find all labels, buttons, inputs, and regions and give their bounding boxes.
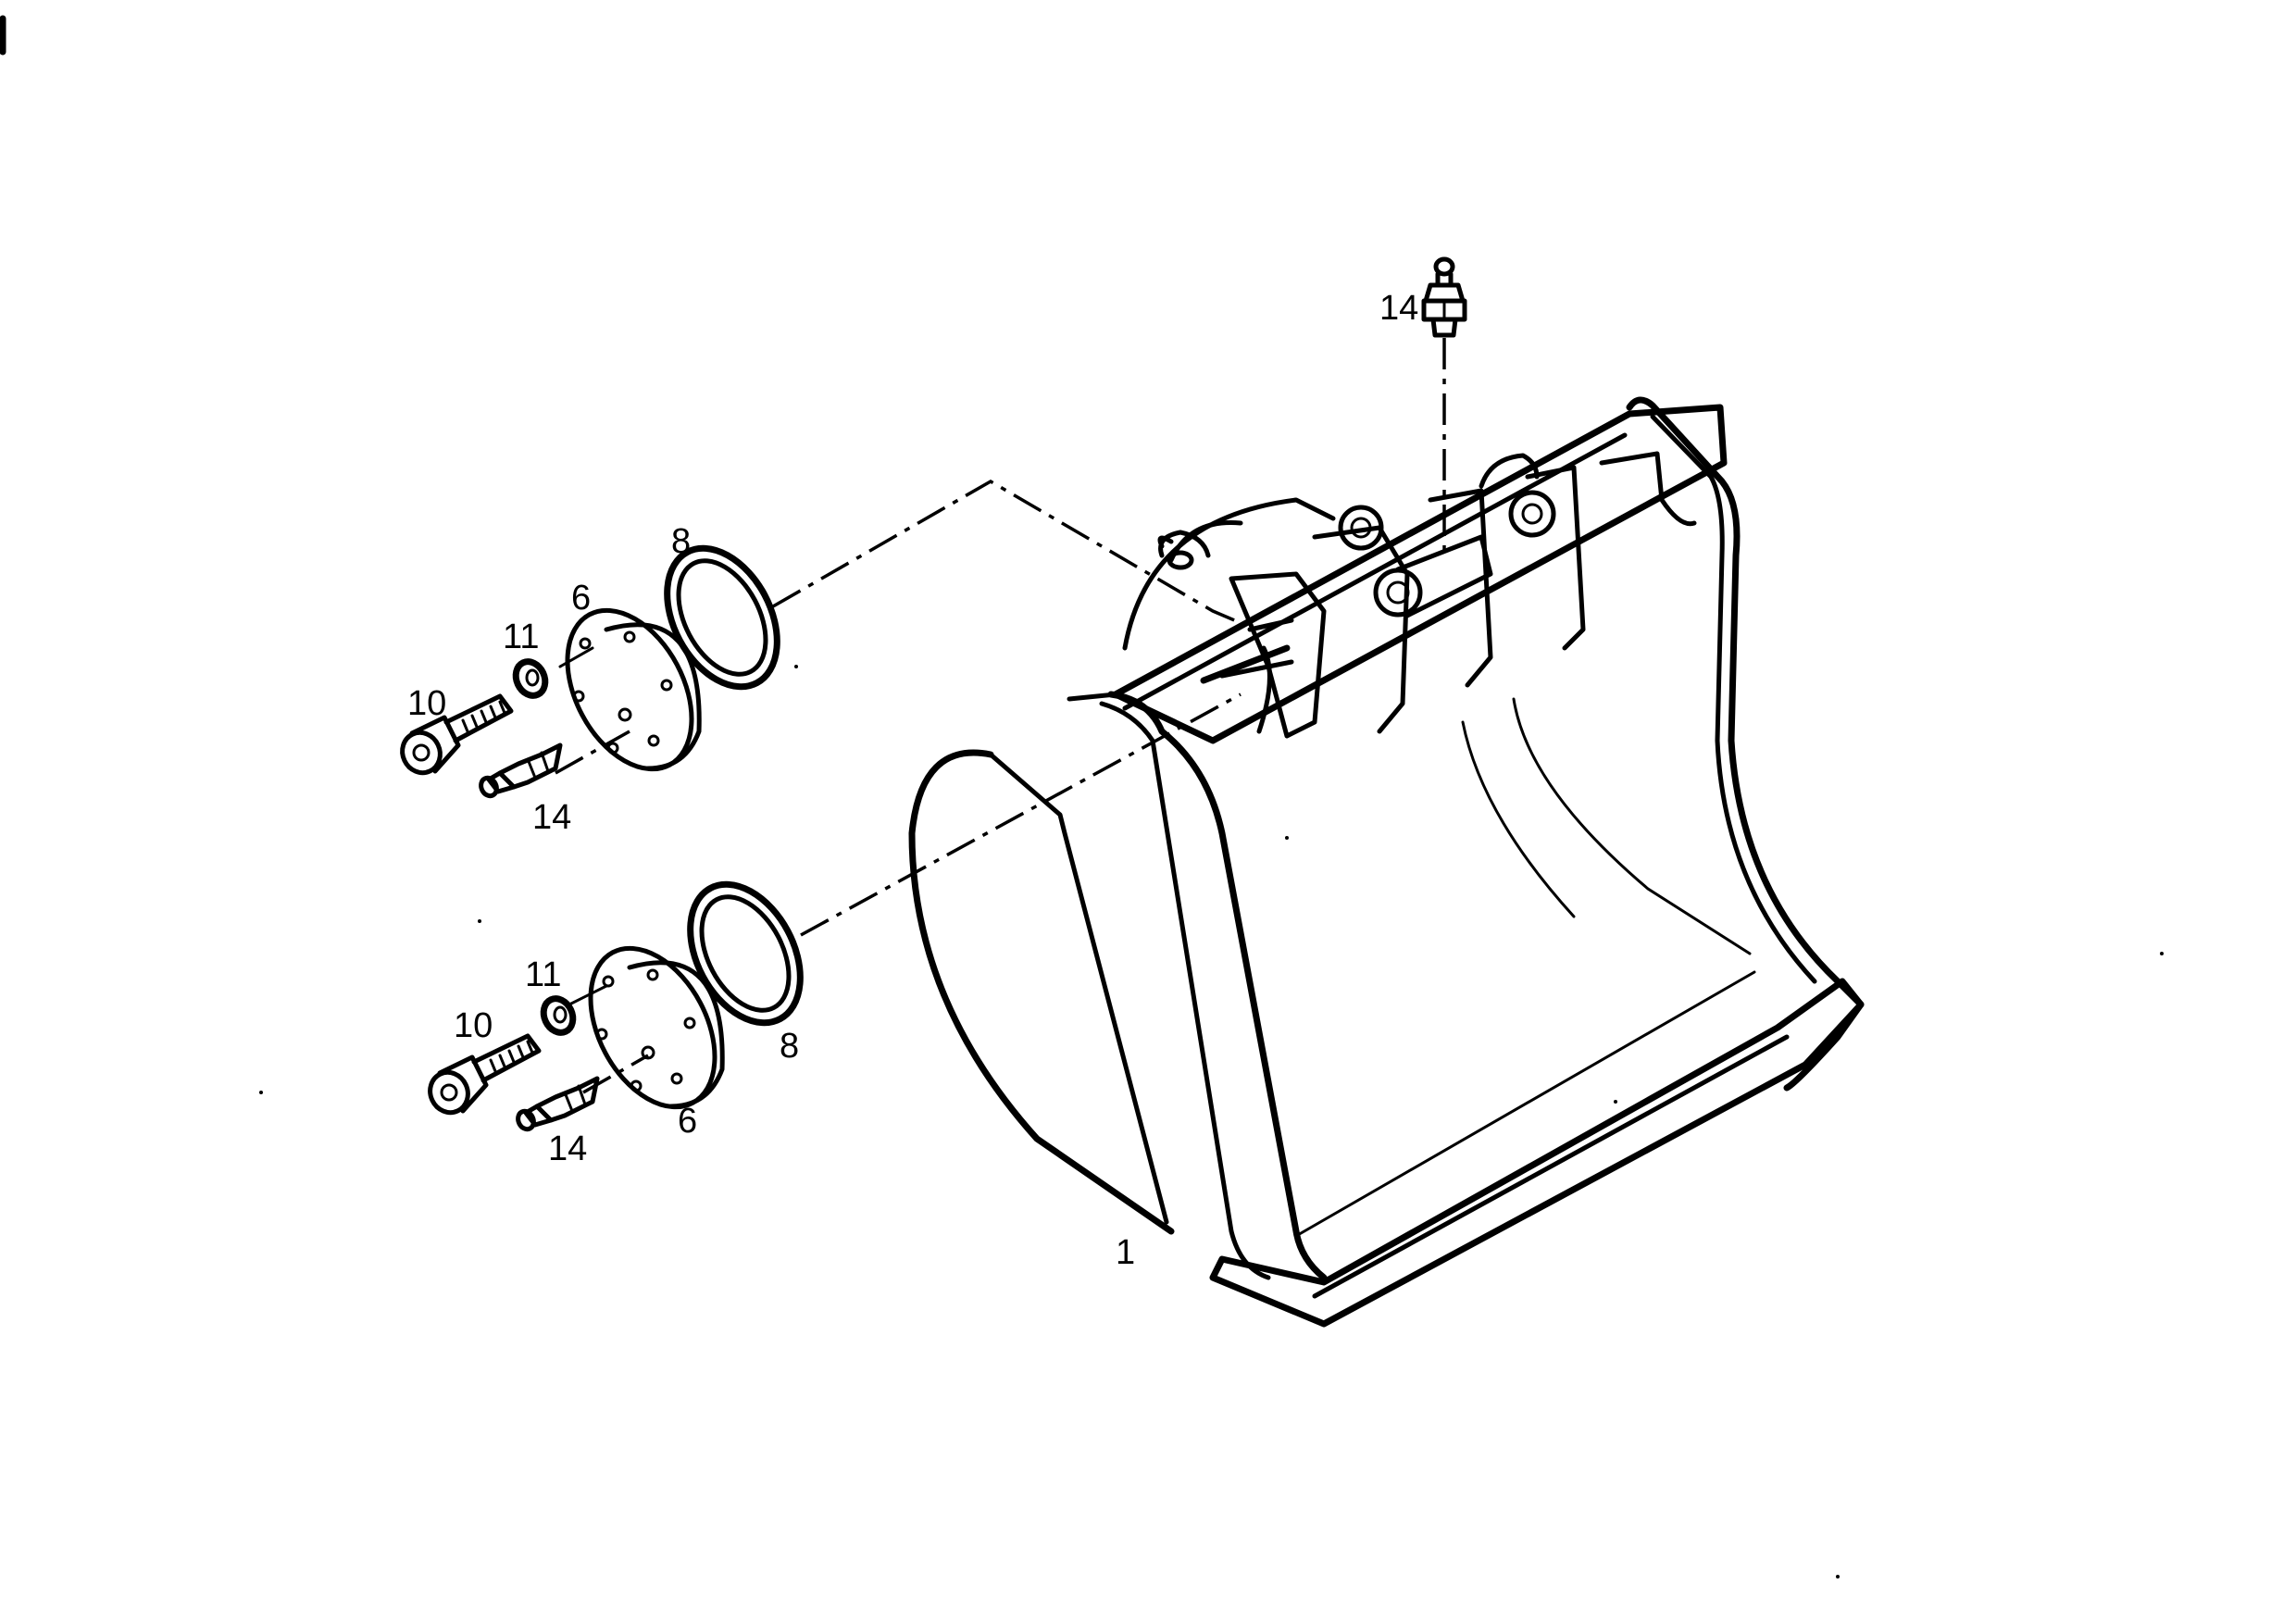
seal-ring-upper [664,544,780,691]
bolt-lower [428,1033,542,1116]
label-cover-lower: 6 [678,1102,697,1141]
label-bucket: 1 [1116,1233,1135,1272]
label-nipple-top: 14 [1379,289,1418,328]
grease-nipple-lower [516,1076,600,1132]
centerline-lower [800,692,1242,937]
label-washer-lower: 11 [525,955,561,994]
label-nipple-lower: 14 [548,1129,587,1168]
bucket [908,396,1865,1328]
leader-upper-bolt [558,646,594,668]
label-nipple-upper: 14 [532,798,571,837]
scan-dots [259,665,2164,1578]
centerline-upper-nipple [555,730,630,775]
label-washer-upper: 11 [503,618,539,656]
seal-ring-lower [687,880,804,1027]
label-bolt-upper: 10 [407,684,446,723]
label-ring-lower: 8 [780,1027,799,1066]
label-bolt-lower: 10 [454,1006,493,1045]
centerline-upper [772,479,1246,627]
leader-lower-bolt [568,984,608,1006]
cover-plate-upper [565,607,702,772]
label-ring-upper: 8 [671,522,691,561]
washer-upper [512,658,549,699]
washer-lower [540,995,577,1036]
centerline-lower-nipple [582,1054,649,1094]
pin-lugs [1200,451,1697,739]
bolt-upper [400,693,514,776]
cover-plate-lower [588,945,725,1110]
grease-nipple-top [1421,256,1467,338]
grease-nipple-upper [479,742,563,799]
label-cover-upper: 6 [571,579,591,618]
